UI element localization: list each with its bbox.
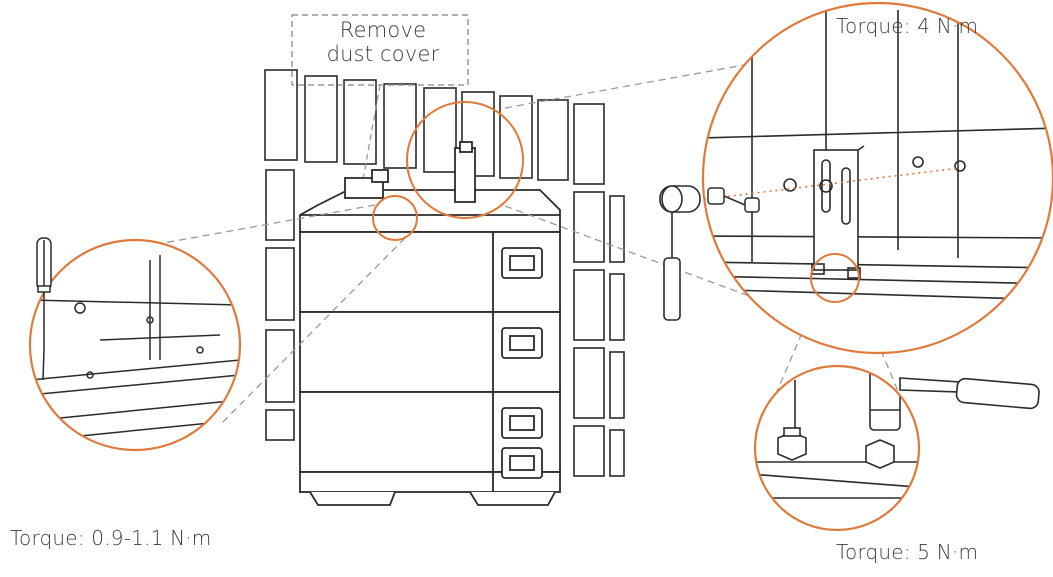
bolt-parts [707,187,760,213]
bracket-callout-small [406,101,524,219]
right-detail-view [697,1,1053,355]
torque-wrench-icon [659,185,701,321]
torque-label-screw: Torque: 0.9-1.1 N·m [10,526,212,550]
screwdriver-icon [36,237,52,381]
wrench-handle [899,377,1040,410]
nut-callout-small [810,253,860,303]
torque-label-bracket: Torque: 4 N·m [836,14,979,38]
battery-stack [299,141,561,506]
torque-label-base-nut: Torque: 5 N·m [836,540,979,564]
screw-callout-small [372,195,418,241]
remove-dust-cover-label: Remove dust cover [326,18,440,66]
bolt-axis-dotted [697,167,961,201]
left-detail-view [28,237,242,452]
bottom-right-detail-view [753,364,1040,532]
